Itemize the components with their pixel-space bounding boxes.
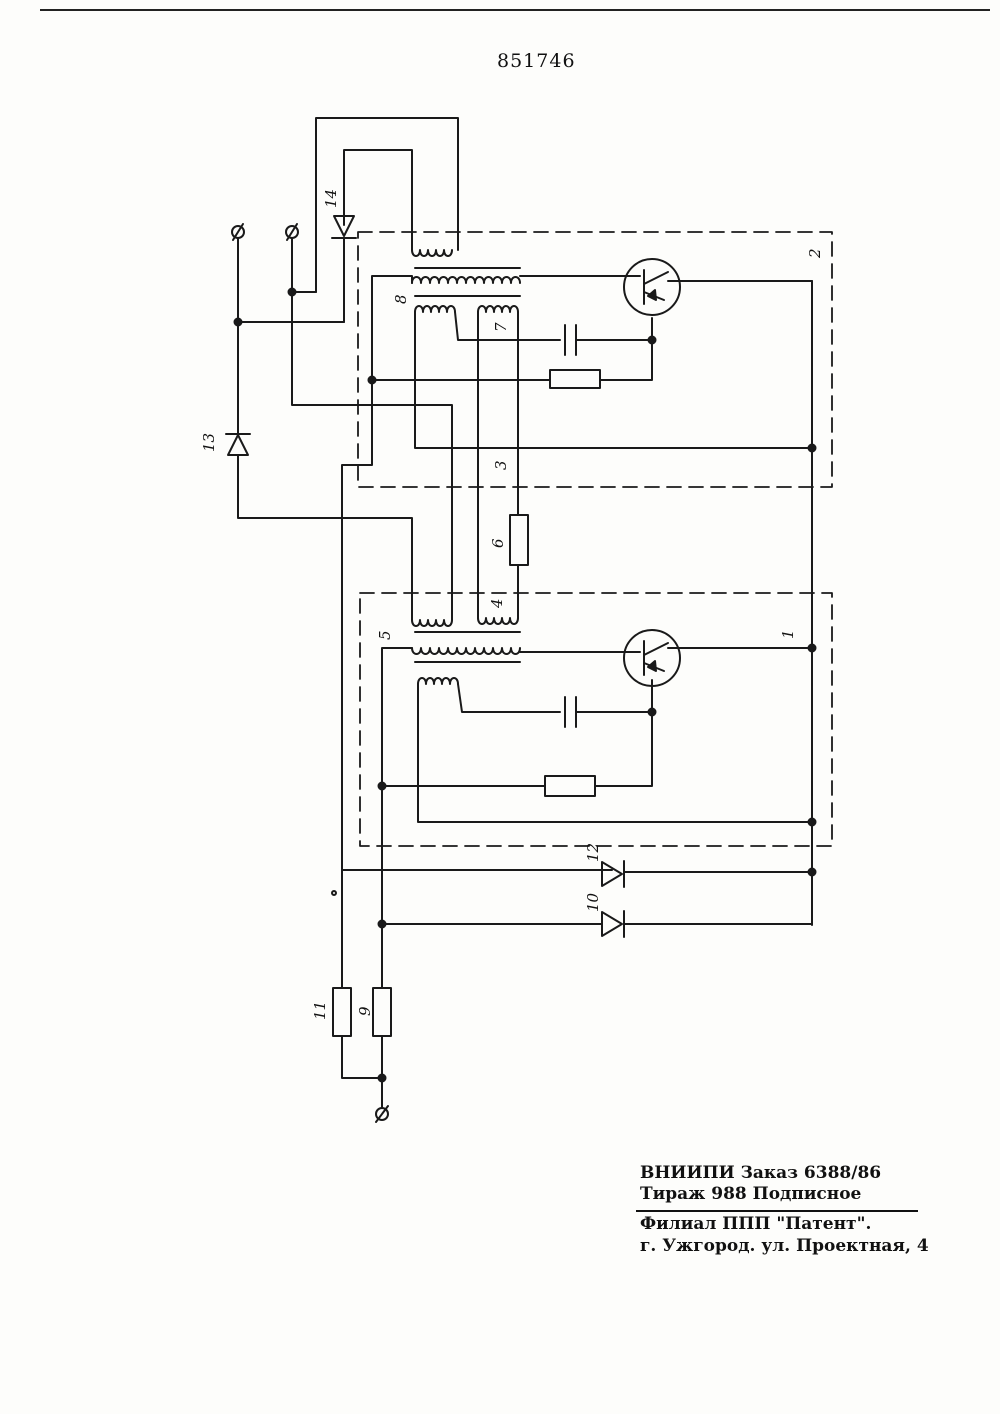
label-9: 9: [356, 1006, 374, 1016]
winding-4: [478, 618, 518, 624]
wire-upper-primary-left: [372, 276, 412, 380]
resistor-9: [373, 988, 391, 1036]
diode-10: [602, 911, 624, 937]
upper-resistor: [550, 370, 600, 388]
label-11: 11: [311, 1001, 329, 1020]
label-2: 2: [806, 248, 824, 259]
winding-7: [478, 306, 518, 312]
lower-transistor: [624, 630, 680, 686]
node-bottom: [379, 1075, 386, 1082]
wire-ures-right: [600, 318, 652, 380]
label-8: 8: [392, 294, 410, 304]
label-14: 14: [322, 189, 340, 208]
wire-d13-down: [238, 456, 412, 620]
label-4: 4: [488, 598, 506, 609]
diode-13: [226, 434, 250, 455]
label-6: 6: [489, 538, 507, 548]
winding-5a: [412, 620, 452, 626]
node-right-822: [809, 819, 816, 826]
wire-lres-right: [595, 680, 652, 786]
upper-coil-top-winding: [412, 250, 452, 256]
node-middle-rail: [289, 289, 296, 296]
node-right-648: [809, 645, 816, 652]
node-right-448: [809, 445, 816, 452]
node-right-872: [809, 869, 816, 876]
winding-8: [415, 306, 455, 312]
label-12: 12: [584, 843, 602, 862]
imprint-line-1: ВНИИПИ Заказ 6388/86: [640, 1163, 881, 1183]
upper-capacitor: [565, 325, 576, 355]
terminal-bottom: [376, 1106, 388, 1122]
wire-lfw-left: [418, 684, 812, 822]
imprint-line-3: Филиал ППП "Патент".: [640, 1214, 871, 1234]
label-1: 1: [779, 629, 797, 639]
upper-primary-winding: [412, 277, 520, 283]
label-13: 13: [200, 433, 218, 452]
lower-feedback-winding: [418, 678, 458, 684]
label-7: 7: [492, 322, 510, 332]
wire-r11-bottom: [342, 1036, 382, 1078]
imprint-divider: [636, 1210, 918, 1212]
lower-resistor: [545, 776, 595, 796]
wire-lfw-right: [458, 684, 560, 712]
diode-12: [602, 861, 624, 887]
label-5: 5: [376, 630, 394, 640]
module-1-box: [360, 593, 832, 846]
upper-transistor: [624, 259, 680, 315]
resistor-11: [333, 988, 351, 1036]
label-3: 3: [492, 460, 510, 470]
lower-primary-winding: [412, 648, 520, 654]
wire-top-inner-loop: [344, 150, 412, 250]
dot-mark: [332, 891, 336, 895]
node-lower-res-left: [379, 783, 386, 790]
resistor-6: [510, 515, 528, 565]
imprint-line-2: Тираж 988 Подписное: [640, 1184, 861, 1204]
imprint-line-4: г. Ужгород. ул. Проектная, 4: [640, 1236, 929, 1256]
label-10: 10: [584, 892, 602, 912]
lower-capacitor: [565, 697, 576, 727]
